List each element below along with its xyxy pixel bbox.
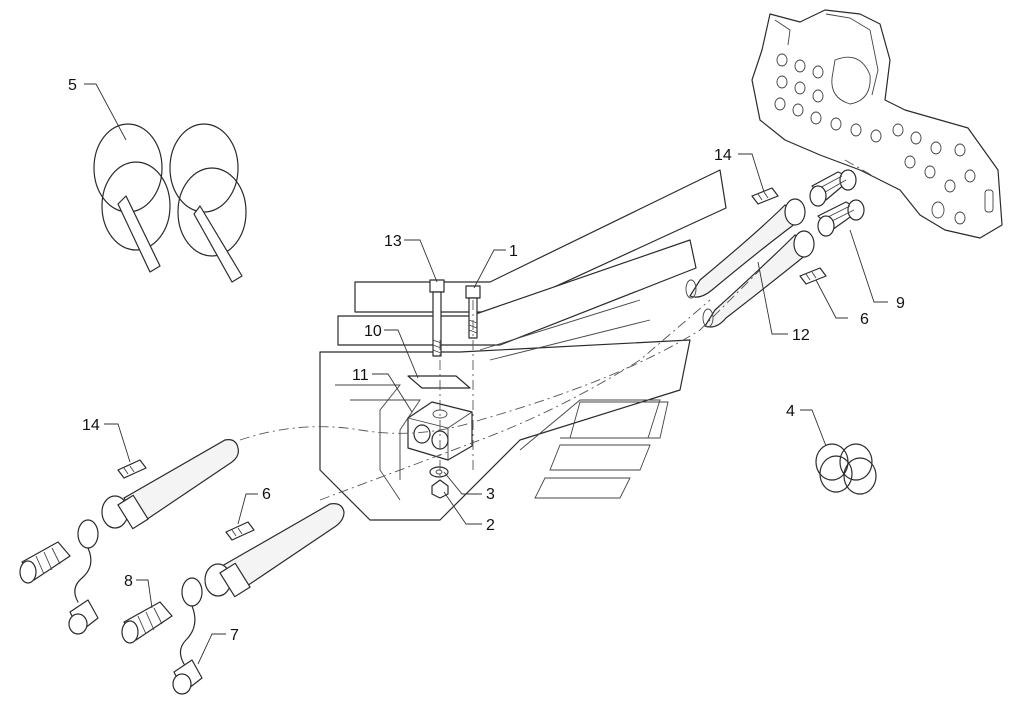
label-4: 4 [786, 403, 795, 420]
hose-clip-14-right [751, 187, 779, 205]
label-8: 8 [124, 573, 133, 590]
label-14-right: 14 [714, 147, 732, 164]
washer [429, 466, 449, 478]
label-13: 13 [384, 233, 402, 250]
mounting-plate [751, 9, 1003, 239]
fitting-adapter-lower [817, 199, 865, 237]
label-14-left: 14 [82, 417, 100, 434]
plate-holes [774, 53, 994, 225]
bolt-short [465, 285, 481, 339]
label-6-left: 6 [262, 486, 271, 503]
hose-clip-6-left [225, 521, 255, 541]
label-12: 12 [792, 327, 810, 344]
hose-upper-right [685, 198, 806, 299]
hose-lower-right [702, 230, 815, 328]
routing-centerlines [239, 269, 761, 501]
fitting-adapter-upper [809, 169, 857, 207]
quick-coupling-upper [19, 519, 99, 635]
label-1: 1 [509, 243, 518, 260]
label-5: 5 [68, 77, 77, 94]
label-10: 10 [364, 323, 382, 340]
retaining-rings [815, 443, 877, 495]
quick-coupling-lower [121, 577, 203, 695]
nut [431, 479, 449, 499]
cable-ties [93, 123, 247, 283]
hose-left-lower [204, 503, 345, 598]
label-11: 11 [352, 367, 369, 384]
clamp-block [407, 401, 473, 461]
label-3: 3 [486, 486, 495, 503]
label-9: 9 [896, 295, 905, 312]
bolt-long [429, 279, 445, 357]
leader-lines [84, 83, 888, 665]
hose-clip-14-left [117, 459, 147, 479]
label-7: 7 [230, 627, 239, 644]
label-2: 2 [486, 517, 495, 534]
hose-clip-6-right [799, 267, 827, 285]
item-labels: 1 2 3 4 5 6 6 7 8 9 10 11 12 13 14 14 [68, 77, 905, 644]
hose-left-upper [101, 439, 239, 530]
label-6-right: 6 [860, 311, 869, 328]
bracket-strips [319, 169, 727, 521]
